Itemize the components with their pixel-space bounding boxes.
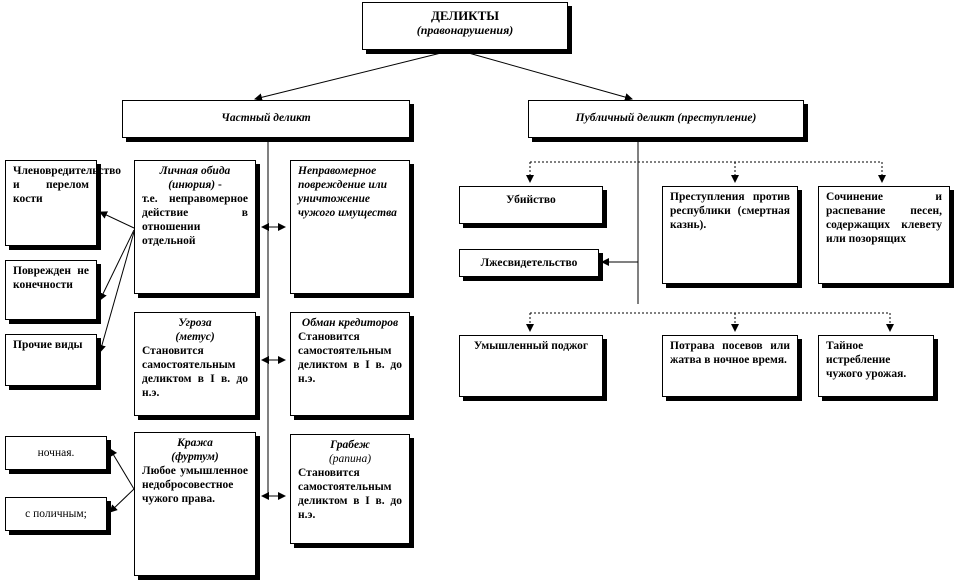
root-subtitle: (правонарушения)	[416, 23, 514, 37]
personal-insult-box: Личная обида (инюрия) - т.е. неправомерн…	[134, 160, 256, 294]
public-delict-box: Публичный деликт (преступление)	[528, 100, 804, 138]
robbery-latin: (рапина)	[328, 453, 372, 465]
root-title: ДЕЛИКТЫ	[430, 8, 500, 23]
creditor-fraud-name: Обман кредиторов	[301, 317, 399, 329]
threat-desc: Становится самостоятельным деликтом в I …	[142, 345, 248, 399]
root-to-private-arrow	[254, 51, 446, 102]
theft-name: Кража	[177, 437, 213, 449]
crime-defamatory-songs: Сочинение и распевание песен, содержащих…	[818, 186, 950, 284]
threat-name: Угроза	[178, 317, 212, 329]
creditor-fraud-desc: Становится самостоятельным деликтом в I …	[298, 331, 402, 385]
personal-insult-desc: т.е. неправомерное действие в отношении …	[142, 193, 248, 247]
root-to-public-arrow	[464, 51, 633, 101]
creditor-fraud-box: Обман кредиторов Становится самостоятель…	[290, 312, 410, 416]
threat-latin: (метус)	[175, 331, 215, 343]
damage-name: Неправомерное повреждение или уничтожени…	[298, 165, 397, 219]
robbery-name: Грабеж	[330, 439, 370, 451]
personal-insult-name: Личная обида	[159, 165, 231, 177]
theft-kind-red-handed: с поличным;	[5, 497, 107, 531]
crime-harvest-destruction: Тайное истребление чужого урожая.	[818, 335, 934, 397]
crime-false-testimony: Лжесвидетельство	[459, 249, 599, 277]
robbery-desc: Становится самостоятельным деликтом в I …	[298, 467, 402, 521]
root-box: ДЕЛИКТЫ (правонарушения)	[362, 2, 568, 50]
threat-box: Угроза (метус) Становится самостоятельны…	[134, 312, 256, 416]
crime-crop-damage: Потрава посевов или жатва в ночное время…	[662, 335, 798, 397]
crime-against-republic: Преступления против республики (смертная…	[662, 186, 798, 284]
insult-kind-mutilation: Членовредительство и перелом кости	[5, 160, 121, 246]
insult-kind-limb-injury: Поврежден не конечности	[5, 260, 97, 320]
theft-desc: Любое умышленное недобросовестное чужого…	[142, 465, 248, 505]
personal-insult-suffix: -	[215, 179, 222, 191]
theft-box: Кража (фуртум) Любое умышленное недоброс…	[134, 432, 256, 576]
theft-kind-night: ночная.	[5, 436, 107, 470]
crime-murder: Убийство	[459, 186, 603, 224]
robbery-box: Грабеж (рапина) Становится самостоятельн…	[290, 434, 410, 544]
personal-insult-latin: (инюрия)	[168, 179, 216, 191]
private-delict-box: Частный деликт	[122, 100, 410, 138]
theft-latin: (фуртум)	[171, 451, 219, 463]
damage-box: Неправомерное повреждение или уничтожени…	[290, 160, 410, 294]
public-delict-title: Публичный деликт (преступление)	[575, 112, 757, 124]
crime-arson: Умышленный поджог	[459, 335, 603, 397]
insult-kind-other: Прочие виды	[5, 334, 97, 386]
private-delict-title: Частный деликт	[221, 112, 311, 124]
